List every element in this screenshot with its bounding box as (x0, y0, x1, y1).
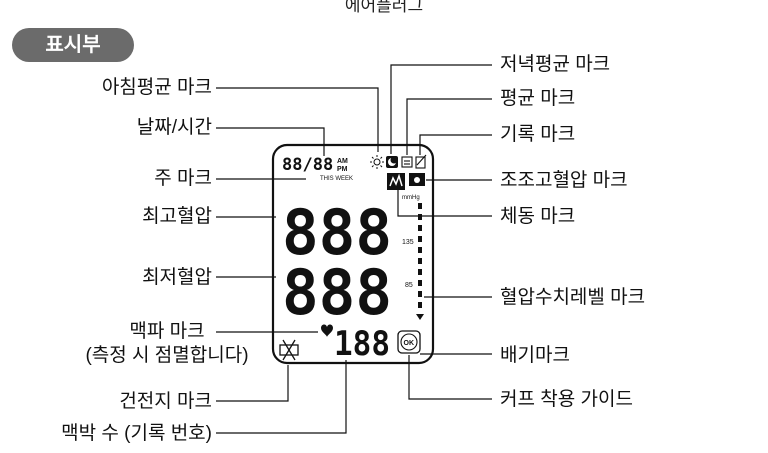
unit-text: mmHg (402, 195, 420, 201)
leader-lines-right (390, 64, 492, 400)
bp-level-segment (418, 236, 422, 242)
morning-hypertension-icon (409, 173, 425, 186)
systolic-digits: 888 (282, 196, 392, 269)
average-icon (401, 156, 413, 168)
battery-icon (279, 339, 299, 361)
moon-icon (386, 156, 398, 168)
section-title-badge: 표시부 (12, 28, 134, 62)
label-pulse-wave-note: (측정 시 점멸합니다) (85, 345, 249, 366)
bp-level-segment (418, 203, 422, 209)
label-morning-hypertension: 조조고혈압 마크 (500, 170, 628, 191)
bp-level-segment (418, 269, 422, 275)
label-cuff-guide: 커프 착용 가이드 (500, 389, 633, 410)
svg-text:OK: OK (404, 340, 415, 347)
date-digits: 88/88 (282, 155, 333, 175)
memory-icon (415, 154, 427, 169)
bp-level-segment (418, 258, 422, 264)
label-battery-mark: 건전지 마크 (119, 391, 212, 412)
label-body-movement: 체동 마크 (500, 206, 576, 227)
bp-level-segment (418, 280, 422, 286)
label-systolic: 최고혈압 (142, 206, 212, 227)
am-indicator: AM (337, 158, 348, 165)
diastolic-digits: 888 (282, 256, 392, 329)
bp-level-segment (418, 302, 422, 308)
label-pulse-count: 맥박 수 (기록 번호) (61, 423, 212, 444)
tick-135: 135 (402, 239, 414, 246)
bp-level-segment (418, 247, 422, 253)
label-pulse-wave-mark: 맥파 마크 (129, 321, 205, 342)
body-movement-icon (387, 173, 405, 190)
label-morning-average: 아침평균 마크 (101, 77, 212, 98)
bp-level-segment (418, 214, 422, 220)
label-bp-level: 혈압수치레벨 마크 (500, 287, 646, 308)
label-date-time: 날짜/시간 (136, 117, 212, 138)
leader-lines-left (216, 87, 379, 434)
label-average: 평균 마크 (500, 88, 576, 109)
label-evening-average: 저녁평균 마크 (500, 54, 611, 75)
ok-exhaust-icon: OK (397, 330, 421, 354)
bp-level-segment (418, 225, 422, 231)
this-week-text: THIS WEEK (320, 176, 353, 182)
pulse-digits: 188 (334, 324, 390, 364)
label-memory-mark: 기록 마크 (500, 124, 576, 145)
top-caption: 에어플러그 (344, 0, 424, 15)
label-diastolic: 최저혈압 (142, 267, 212, 288)
pm-indicator: PM (337, 166, 348, 173)
label-exhaust: 배기마크 (500, 345, 570, 366)
bp-level-arrow (416, 314, 424, 320)
tick-85: 85 (405, 282, 413, 289)
label-week-mark: 주 마크 (154, 168, 212, 189)
heart-icon (321, 324, 333, 337)
lcd-frame (271, 143, 435, 365)
sun-icon (370, 155, 384, 169)
bp-level-segment (418, 291, 422, 297)
